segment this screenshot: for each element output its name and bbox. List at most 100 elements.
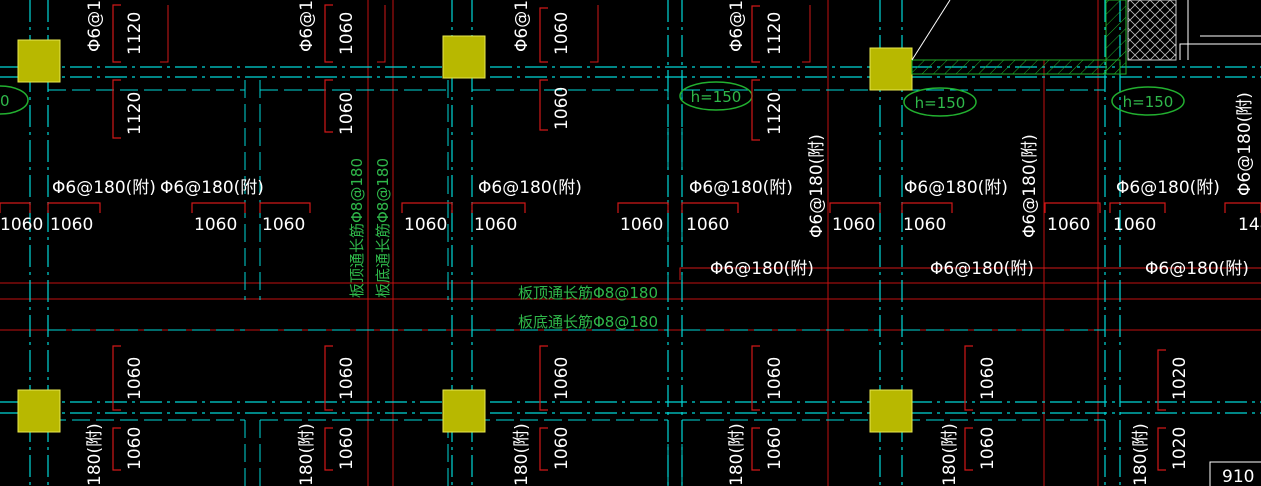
rebar-leader xyxy=(377,5,386,63)
rebar-spacing-label: 1060 xyxy=(404,215,447,235)
rebar-bracket xyxy=(751,427,760,471)
rebar-bracket xyxy=(964,427,973,471)
long-bar-note-top: 板顶通长筋Φ8@180 xyxy=(518,284,658,302)
rebar-bracket xyxy=(47,202,101,213)
slab-thickness-tag xyxy=(903,87,977,117)
rebar-callout: Φ6@180(附) xyxy=(160,178,264,198)
long-bar-note-bottom: 板底通长筋Φ8@180 xyxy=(518,313,658,331)
rebar-bracket xyxy=(617,202,669,213)
wall-outline xyxy=(1179,43,1261,60)
rebar-spacing-label: 1060 xyxy=(552,12,572,55)
rebar-spacing-label: 1060 xyxy=(337,92,357,135)
wall-hatch xyxy=(1105,0,1127,75)
leader-line xyxy=(911,0,951,61)
rebar-spacing-label: 1060 xyxy=(125,427,145,470)
rebar-bracket xyxy=(324,427,333,471)
rebar-spacing-label: 1060 xyxy=(552,357,572,400)
rebar-spacing-label: 1060 xyxy=(978,357,998,400)
rebar-spacing-label: 148 xyxy=(1238,215,1261,235)
rebar-callout: 180(附) xyxy=(297,423,317,486)
rebar-callout: Φ6@180(附) xyxy=(710,259,814,279)
rebar-callout: 180(附) xyxy=(512,423,532,486)
rebar-bracket xyxy=(681,202,739,213)
rebar-spacing-label: 1060 xyxy=(337,427,357,470)
column[interactable] xyxy=(442,389,486,433)
rebar-leader xyxy=(679,267,1261,280)
rebar-spacing-label: 1060 xyxy=(1047,215,1090,235)
slab-thickness-label: 0 xyxy=(0,92,10,110)
rebar-callout: Φ6@180(附) xyxy=(689,178,793,198)
rebar-callout: Φ6@180(附) xyxy=(930,259,1034,279)
rebar-spacing-label: 1060 xyxy=(765,357,785,400)
rebar-callout: 180(附) xyxy=(85,423,105,486)
column[interactable] xyxy=(869,47,913,91)
rebar-bracket xyxy=(539,345,548,411)
detail-box xyxy=(1209,461,1261,486)
rebar-callout: Φ6@180(附) xyxy=(1145,259,1249,279)
rebar-bracket xyxy=(112,79,121,139)
rebar-leader xyxy=(160,5,169,63)
rebar-callout: Φ6@180(附) xyxy=(52,178,156,198)
rebar-bracket xyxy=(829,202,881,213)
rebar-bracket xyxy=(1044,202,1101,213)
rebar-bracket xyxy=(259,202,311,213)
rebar-callout: 180(附) xyxy=(1131,423,1151,486)
rebar-bracket xyxy=(0,202,31,213)
rebar-bracket xyxy=(751,79,760,141)
rebar-spacing-label: 1060 xyxy=(337,12,357,55)
rebar-bracket xyxy=(324,345,333,411)
rebar-spacing-label: 1120 xyxy=(125,12,145,55)
rebar-bracket xyxy=(1157,427,1166,471)
rebar-bracket xyxy=(112,345,121,411)
rebar-callout: Φ6@180(附) xyxy=(807,134,827,238)
column[interactable] xyxy=(442,35,486,79)
slab-thickness-label: h=150 xyxy=(691,88,742,106)
rebar-spacing-label: 1060 xyxy=(0,215,43,235)
rebar-bracket xyxy=(324,79,333,133)
rebar-spacing-label: 1120 xyxy=(765,92,785,135)
rebar-spacing-label: 1060 xyxy=(125,357,145,400)
rebar-spacing-label: 1060 xyxy=(474,215,517,235)
rebar-bracket xyxy=(1109,202,1166,213)
long-bar-note-top-vertical: 板顶通长筋Φ8@180 xyxy=(348,158,366,298)
rebar-bracket xyxy=(539,79,548,131)
rebar-spacing-label: 1060 xyxy=(832,215,875,235)
rebar-spacing-label: 1120 xyxy=(125,92,145,135)
slab-thickness-tag xyxy=(0,85,29,115)
rebar-leader xyxy=(590,5,599,63)
rebar-spacing-label: 1060 xyxy=(337,357,357,400)
slab-thickness-label: h=150 xyxy=(1123,93,1174,111)
rebar-callout: Φ6@180 xyxy=(727,0,747,52)
rebar-spacing-label: 1060 xyxy=(194,215,237,235)
rebar-spacing-label: 1060 xyxy=(978,427,998,470)
rebar-spacing-label: 1060 xyxy=(552,427,572,470)
column[interactable] xyxy=(869,389,913,433)
rebar-bracket xyxy=(901,202,953,213)
rebar-callout: Φ6@180 xyxy=(297,0,317,52)
rebar-callout: Φ6@180(附) xyxy=(1116,178,1220,198)
rebar-callout: Φ6@180(附) xyxy=(478,178,582,198)
column[interactable] xyxy=(17,39,61,83)
slab-thickness-tag xyxy=(1111,86,1185,116)
rebar-bracket xyxy=(1224,202,1261,213)
rebar-spacing-label: 1060 xyxy=(686,215,729,235)
rebar-bracket xyxy=(751,345,760,411)
rebar-bracket xyxy=(191,202,246,213)
rebar-bracket xyxy=(539,427,548,471)
rebar-spacing-label: 1060 xyxy=(765,427,785,470)
rebar-leader xyxy=(802,5,811,63)
rebar-callout: 180(附) xyxy=(727,423,747,486)
rebar-callout: 180(附) xyxy=(940,423,960,486)
detail-box-label: 910 xyxy=(1222,467,1254,486)
column[interactable] xyxy=(17,389,61,433)
rebar-bracket xyxy=(751,5,760,63)
rebar-callout: Φ6@180(附) xyxy=(1235,92,1255,196)
rebar-callout: Φ6@180(附) xyxy=(1020,134,1040,238)
rebar-bracket xyxy=(324,4,333,63)
rebar-bracket xyxy=(401,202,453,213)
slab-thickness-label: h=150 xyxy=(915,94,966,112)
rebar-bracket xyxy=(964,345,973,411)
rebar-spacing-label: 1060 xyxy=(262,215,305,235)
